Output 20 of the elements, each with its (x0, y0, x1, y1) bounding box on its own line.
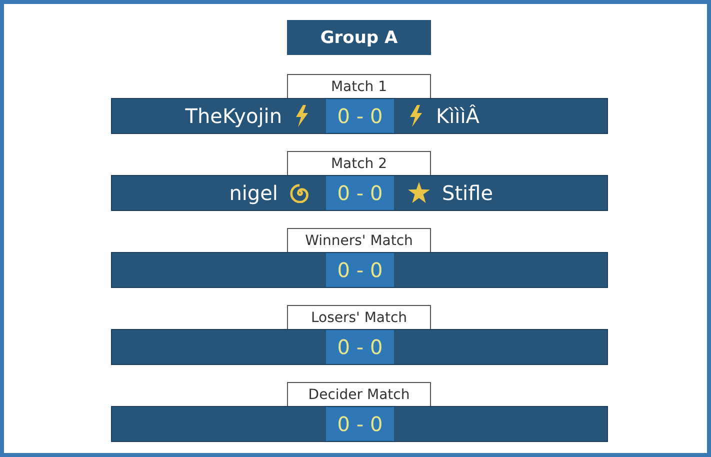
match-bar (111, 329, 608, 365)
match-bar (111, 98, 608, 134)
player-name: KìììÂ (436, 104, 480, 128)
player-name: nigel (229, 181, 278, 205)
match-title: Match 1 (287, 74, 431, 99)
score: 0 - 0 (326, 407, 394, 441)
match-bar (111, 406, 608, 442)
match-title: Match 2 (287, 151, 431, 176)
match-bar (111, 175, 608, 211)
player-name: Stifle (442, 181, 493, 205)
match-title: Decider Match (287, 382, 431, 407)
score: 0 - 0 (326, 330, 394, 364)
player-name: TheKyojin (185, 104, 282, 128)
score: 0 - 0 (326, 99, 394, 133)
match-title: Winners' Match (287, 228, 431, 253)
group-title: Group A (287, 20, 431, 55)
score: 0 - 0 (326, 253, 394, 287)
score: 0 - 0 (326, 176, 394, 210)
match-bar (111, 252, 608, 288)
match-title: Losers' Match (287, 305, 431, 330)
